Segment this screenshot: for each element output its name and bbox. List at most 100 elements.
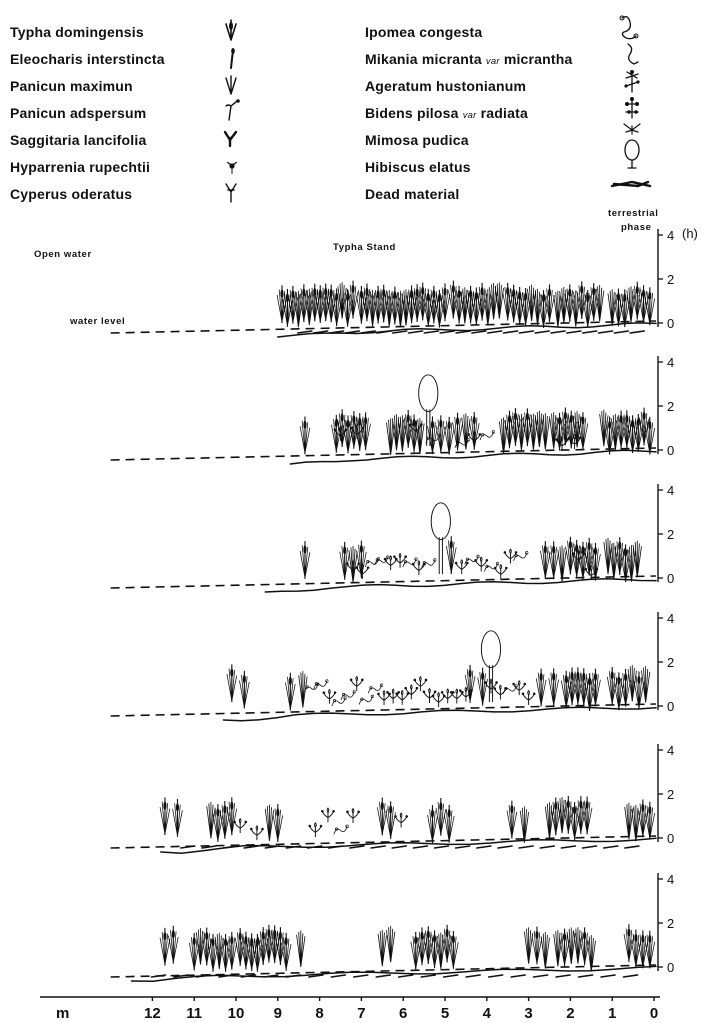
legend: Typha domingensis Eleocharis interstinct… — [10, 16, 650, 202]
dead-material-mark — [286, 975, 300, 977]
dead-material-mark — [181, 846, 195, 848]
grass-plant — [572, 290, 580, 326]
grass-plant — [545, 802, 553, 838]
typha-plant — [285, 673, 295, 711]
grass-plant — [627, 286, 635, 322]
typha-plant — [446, 536, 456, 574]
typha-plant — [478, 668, 488, 706]
distance-unit-label: m — [56, 1005, 69, 1022]
herb-plant — [309, 823, 323, 837]
dead-material-mark — [298, 331, 312, 333]
dead-material-mark — [354, 975, 368, 977]
herb-plant — [350, 677, 364, 691]
typha-plant — [578, 412, 588, 450]
height-tick-label: 4 — [667, 483, 674, 498]
hyparrhenia-icon — [227, 162, 237, 174]
typha-plant — [477, 283, 487, 321]
herb-plant — [522, 691, 536, 705]
height-tick-label: 4 — [667, 743, 674, 758]
dead-material-mark — [519, 846, 533, 848]
typha-plant — [453, 413, 463, 451]
herb-plant — [474, 557, 488, 571]
typha-plant — [227, 664, 237, 702]
dead-material-mark — [625, 846, 639, 848]
typha-plant — [436, 798, 446, 836]
transect-panel: 420 — [111, 355, 675, 464]
dead-material-mark — [331, 975, 345, 977]
herb-plant — [346, 809, 360, 823]
height-tick-label: 2 — [667, 527, 674, 542]
grass-plant — [524, 927, 532, 963]
dead-material-mark — [519, 331, 533, 333]
typha-plant — [227, 797, 237, 835]
grass-plant — [628, 665, 636, 701]
vine-plant — [334, 825, 349, 834]
dead-material-mark — [223, 846, 237, 848]
herb-plant — [394, 813, 408, 827]
grass-plant — [484, 289, 492, 325]
typha-plant — [299, 284, 309, 322]
typha-plant — [549, 541, 559, 579]
dead-material-mark — [535, 331, 549, 333]
grass-plant — [499, 417, 507, 453]
typha-plant — [428, 805, 438, 843]
dead-material-mark — [376, 975, 390, 977]
height-tick-label: 0 — [667, 571, 674, 586]
vine-plant — [503, 685, 518, 694]
mimosa-icon — [624, 124, 640, 134]
typha-plant — [202, 928, 212, 966]
height-tick-label: 2 — [667, 916, 674, 931]
dead-material-icon — [612, 182, 650, 186]
typha-plant — [300, 417, 310, 455]
ipomoea-icon — [620, 16, 638, 39]
legend-item-ageratum-hustonianum: Ageratum hustonianum — [365, 78, 526, 94]
sagittaria-icon — [225, 132, 236, 146]
herb-plant — [404, 685, 418, 699]
distance-tick-label: 11 — [186, 1005, 202, 1022]
height-unit-label: (h) — [682, 226, 698, 241]
distance-tick-label: 7 — [357, 1005, 365, 1022]
typha-plant — [503, 283, 513, 321]
ground-surface — [278, 323, 656, 337]
grass-plant — [541, 413, 549, 449]
typha-plant — [523, 408, 533, 446]
typha-plant — [288, 286, 298, 324]
typha-plant — [403, 410, 413, 448]
dead-material-mark — [409, 331, 423, 333]
distance-tick-label: 4 — [483, 1005, 492, 1022]
typha-plant — [411, 932, 421, 970]
typha-plant — [465, 665, 475, 703]
typha-plant — [423, 926, 433, 964]
height-tick-label: 2 — [667, 655, 674, 670]
dead-material-mark — [424, 331, 438, 333]
dead-material-mark — [534, 975, 548, 977]
vine-plant — [368, 684, 383, 693]
typha-plant — [377, 798, 387, 836]
dead-material-mark — [444, 975, 458, 977]
dead-material-mark — [456, 846, 470, 848]
typha-plant — [348, 281, 358, 319]
typha-plant — [208, 934, 218, 972]
grass-plant — [610, 543, 618, 579]
typha-plant — [565, 284, 575, 322]
ground-surface — [223, 707, 656, 720]
grass-plant — [265, 805, 273, 841]
dead-material-mark — [556, 975, 570, 977]
legend-item-dead-material: Dead material — [365, 186, 459, 202]
dead-material-mark — [551, 331, 565, 333]
legend-item-hibiscus-elatus: Hibiscus elatus — [365, 159, 471, 175]
typha-plant — [340, 542, 350, 580]
vine-plant — [403, 558, 418, 567]
height-tick-label: 4 — [667, 611, 674, 626]
typha-plant — [632, 282, 642, 320]
typha-plant — [227, 932, 237, 970]
dead-material-mark — [630, 331, 644, 333]
grass-plant — [520, 806, 528, 842]
typha-plant — [570, 802, 580, 840]
typha-plant — [373, 286, 383, 324]
grass-plant — [529, 414, 537, 450]
dead-material-mark — [579, 975, 593, 977]
herb-plant — [423, 689, 437, 703]
typha-plant — [361, 412, 371, 450]
typha-plant — [560, 929, 570, 967]
